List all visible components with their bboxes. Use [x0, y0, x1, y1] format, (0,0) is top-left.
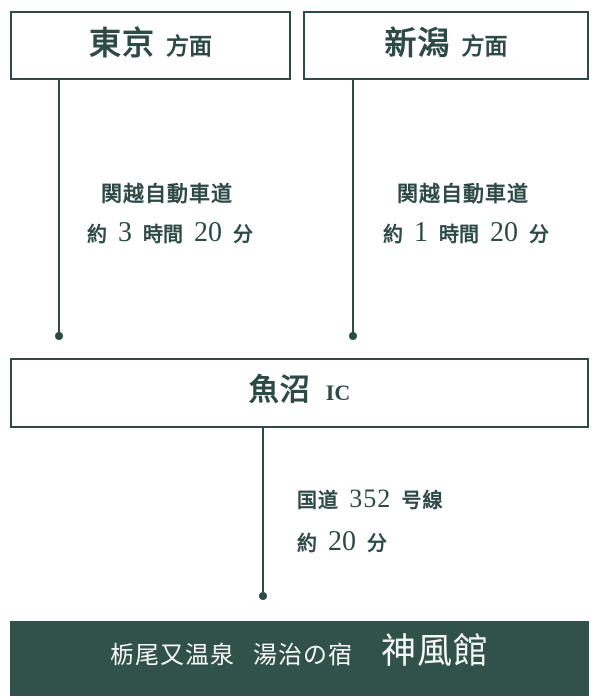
- time-hours-value: 3: [118, 217, 132, 248]
- interchange-suffix: IC: [325, 380, 351, 405]
- route-road-from-interchange: 国道 352 号線: [297, 486, 444, 512]
- origin-box-niigata: 新潟 方面: [303, 11, 589, 80]
- time-hours-unit: 時間: [143, 224, 183, 246]
- route-time-from-tokyo: 約 3 時間 20 分: [87, 217, 253, 248]
- time-minutes-value: 20: [490, 217, 518, 248]
- destination-inn-name: 神風館: [380, 632, 489, 671]
- route-road-from-niigata: 関越自動車道: [397, 182, 529, 206]
- interchange-box-uonuma: 魚沼 IC: [10, 358, 589, 428]
- time-hours-value: 1: [414, 217, 428, 248]
- route-road-from-tokyo: 関越自動車道: [101, 182, 233, 206]
- time-minutes-value: 20: [194, 217, 222, 248]
- time-prefix: 約: [87, 224, 107, 246]
- route-line-from-interchange: [262, 428, 264, 592]
- origin-tokyo-suffix: 方面: [166, 34, 212, 59]
- destination-banner: 栃尾又温泉 湯治の宿 神風館: [10, 621, 589, 696]
- road-suffix: 号線: [401, 490, 444, 512]
- interchange-label: 魚沼: [248, 374, 311, 407]
- origin-tokyo-label: 東京: [88, 25, 155, 61]
- route-time-from-niigata: 約 1 時間 20 分: [383, 217, 549, 248]
- time-hours-unit: 時間: [439, 224, 479, 246]
- route-endpoint-dot-niigata: [349, 332, 357, 340]
- route-endpoint-dot-tokyo: [55, 332, 63, 340]
- origin-box-tokyo: 東京 方面: [10, 11, 291, 80]
- route-endpoint-dot-interchange: [259, 592, 267, 600]
- route-line-from-tokyo: [58, 80, 60, 333]
- time-minutes-unit: 分: [529, 224, 549, 246]
- origin-niigata-label: 新潟: [384, 25, 451, 61]
- origin-niigata-suffix: 方面: [461, 34, 508, 59]
- route-time-from-interchange: 約 20 分: [297, 528, 444, 556]
- route-line-from-niigata: [352, 80, 354, 333]
- destination-inn-type: 湯治の宿: [252, 643, 353, 669]
- road-prefix: 国道: [297, 490, 339, 512]
- time-prefix: 約: [383, 224, 403, 246]
- route-label-from-niigata: 関越自動車道 約 1 時間 20 分: [383, 182, 549, 248]
- time-prefix: 約: [297, 533, 317, 555]
- time-minutes-value: 20: [328, 526, 356, 557]
- time-minutes-unit: 分: [367, 533, 387, 555]
- road-number: 352: [349, 484, 392, 513]
- time-minutes-unit: 分: [233, 224, 253, 246]
- route-label-from-tokyo: 関越自動車道 約 3 時間 20 分: [87, 182, 253, 248]
- route-label-from-interchange: 国道 352 号線 約 20 分: [297, 486, 444, 556]
- destination-onsen-name: 栃尾又温泉: [109, 643, 235, 669]
